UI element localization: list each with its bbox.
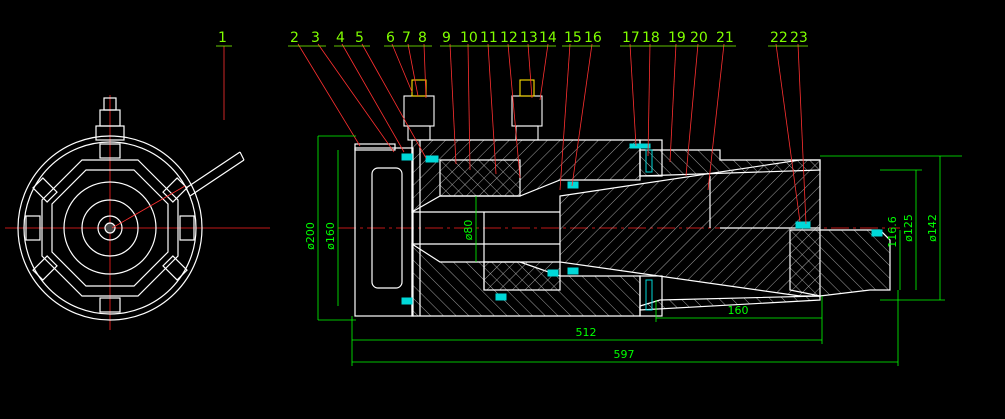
part-label-9: 9 bbox=[442, 30, 451, 46]
seal-l bbox=[871, 229, 883, 237]
top-fitting-tip bbox=[103, 97, 117, 111]
hub-mid bbox=[81, 199, 139, 257]
ring-nut bbox=[639, 139, 663, 177]
dim-d125: ø125 bbox=[902, 214, 915, 242]
octagon-inner bbox=[51, 169, 169, 287]
claw-top bbox=[99, 143, 121, 159]
dim-d80: ø80 bbox=[462, 220, 475, 241]
part-label-7: 7 bbox=[402, 30, 411, 46]
fitting-left-body bbox=[403, 95, 435, 127]
end-view-leader bbox=[111, 185, 186, 229]
fitting-right-base bbox=[515, 125, 539, 141]
part-label-13: 13 bbox=[520, 30, 538, 46]
part-label-22: 22 bbox=[770, 30, 788, 46]
part-label-3: 3 bbox=[311, 30, 320, 46]
dim-d142: ø142 bbox=[926, 214, 939, 242]
part-label-1: 1 bbox=[218, 30, 227, 46]
claw-bottom bbox=[99, 297, 121, 313]
claw-left bbox=[25, 215, 41, 241]
octagon-body bbox=[41, 159, 179, 297]
part-label-23: 23 bbox=[790, 30, 808, 46]
seal-c bbox=[401, 297, 413, 305]
section-view: ø200 ø160 ø80 116.6 ø125 ø142 160 512 59… bbox=[223, 43, 962, 366]
claw-tl bbox=[32, 177, 58, 203]
piston-upper bbox=[439, 159, 521, 197]
claw-bl bbox=[32, 255, 58, 281]
dim-d160: ø160 bbox=[324, 222, 337, 250]
seal-b bbox=[425, 155, 439, 163]
part-label-11: 11 bbox=[480, 30, 498, 46]
part-label-4: 4 bbox=[336, 30, 345, 46]
handle bbox=[185, 151, 245, 197]
end-view bbox=[5, 95, 270, 330]
ring-nut-bottom bbox=[639, 275, 663, 317]
part-label-2: 2 bbox=[290, 30, 299, 46]
end-cap bbox=[354, 147, 414, 317]
hub-center bbox=[104, 222, 116, 234]
end-cap-ring bbox=[354, 143, 396, 151]
seal-h bbox=[629, 143, 651, 149]
seal-i bbox=[645, 149, 653, 173]
seal-a bbox=[401, 153, 413, 161]
part-label-17: 17 bbox=[622, 30, 640, 46]
end-cap-inner bbox=[371, 167, 403, 289]
part-label-8: 8 bbox=[418, 30, 427, 46]
seal-e bbox=[547, 269, 559, 277]
dim-597: 597 bbox=[614, 348, 635, 361]
seal-f bbox=[567, 181, 579, 189]
fitting-right-stem bbox=[519, 79, 535, 97]
fitting-right-body bbox=[511, 95, 543, 127]
hub-outer bbox=[63, 181, 157, 275]
outer-ring-inner bbox=[23, 141, 197, 315]
part-label-10: 10 bbox=[460, 30, 478, 46]
part-label-12: 12 bbox=[500, 30, 518, 46]
dimension-lines bbox=[317, 135, 962, 366]
part-label-6: 6 bbox=[386, 30, 395, 46]
leader-lines bbox=[223, 43, 807, 225]
dim-512: 512 bbox=[576, 326, 597, 339]
part-label-21: 21 bbox=[716, 30, 734, 46]
seal-k bbox=[795, 221, 811, 229]
claw-right bbox=[179, 215, 195, 241]
dim-160: 160 bbox=[728, 304, 749, 317]
claw-tr bbox=[162, 177, 188, 203]
nose-extension bbox=[789, 229, 891, 297]
part-label-19: 19 bbox=[668, 30, 686, 46]
part-label-16: 16 bbox=[584, 30, 602, 46]
seal-j bbox=[645, 279, 653, 311]
dim-d200: ø200 bbox=[304, 222, 317, 250]
part-label-18: 18 bbox=[642, 30, 660, 46]
part-number-labels: 1 2 3 4 5 6 7 8 9 10 11 12 13 14 15 16 1… bbox=[218, 30, 808, 46]
fitting-left-stem bbox=[411, 79, 427, 97]
part-label-5: 5 bbox=[355, 30, 364, 46]
dim-116-6: 116.6 bbox=[886, 216, 899, 248]
claw-br bbox=[162, 255, 188, 281]
outer-ring bbox=[17, 135, 203, 321]
part-label-14: 14 bbox=[539, 30, 557, 46]
fitting-left-base bbox=[407, 125, 431, 141]
seal-g bbox=[567, 267, 579, 275]
seal-d bbox=[495, 293, 507, 301]
part-label-15: 15 bbox=[564, 30, 582, 46]
hub-inner bbox=[97, 215, 123, 241]
part-label-20: 20 bbox=[690, 30, 708, 46]
